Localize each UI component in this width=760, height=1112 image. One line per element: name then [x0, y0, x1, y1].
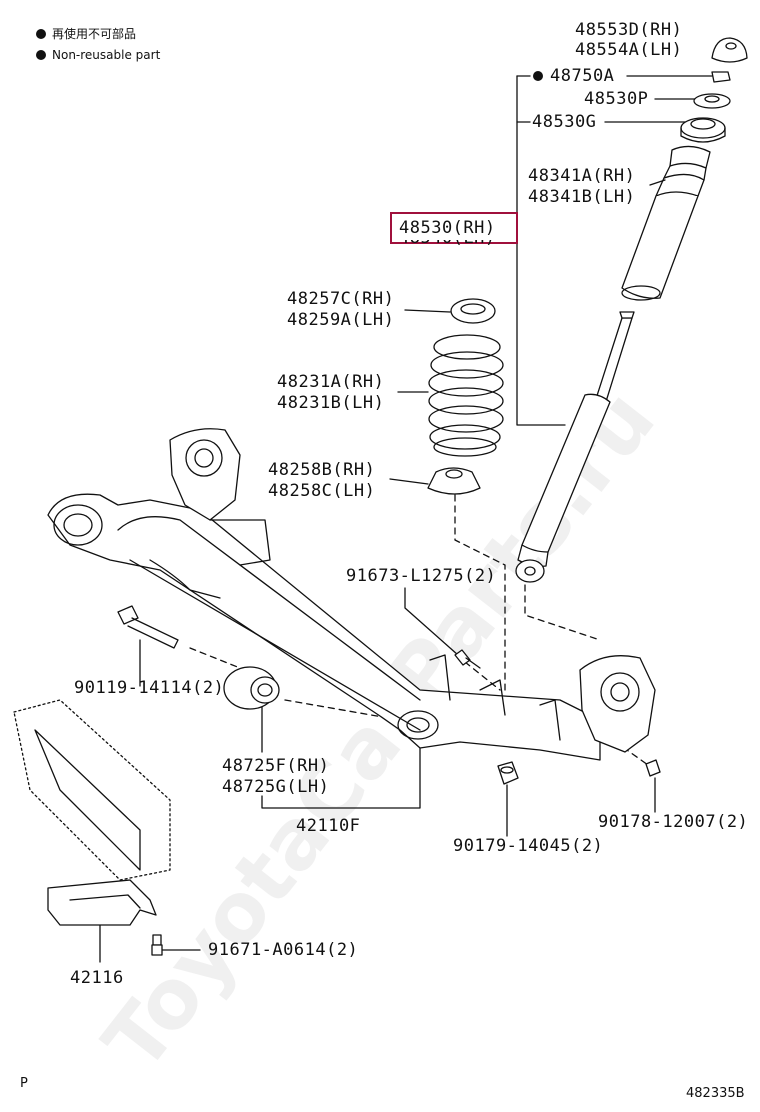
axle-beam-drawing: [47, 428, 656, 761]
leader-48258: [389, 478, 429, 485]
part-label-48554a[interactable]: 48554A(LH): [575, 40, 683, 60]
legend-item-en: Non-reusable part: [36, 47, 160, 63]
part-label-48540-lh[interactable]: 48540(LH): [399, 240, 496, 252]
part-label-48725g[interactable]: 48725G(LH): [222, 777, 330, 797]
part-label-90179[interactable]: 90179-14045(2): [453, 836, 604, 856]
part-label-48341a[interactable]: 48341A(RH): [528, 166, 636, 186]
part-label-48540-lh-text: 48540(LH): [399, 240, 496, 248]
dash-spring-seat: [454, 494, 506, 691]
page-code: P: [20, 1076, 28, 1091]
dash-91673: [464, 661, 501, 691]
leader-48257c: [404, 309, 451, 313]
leader-42110f: [261, 739, 421, 809]
part-label-90119[interactable]: 90119-14114(2): [74, 678, 225, 698]
part-label-90178[interactable]: 90178-12007(2): [598, 812, 749, 832]
part-label-48341b[interactable]: 48341B(LH): [528, 187, 636, 207]
legend-item-jp: 再使用不可部品: [36, 26, 136, 42]
part-label-91673[interactable]: 91673-L1275(2): [346, 566, 497, 586]
diagram-code: 482335B: [686, 1086, 745, 1101]
non-reusable-dot-icon: [36, 50, 46, 60]
part-label-48231b[interactable]: 48231B(LH): [277, 393, 385, 413]
dash-shock-mount: [524, 584, 601, 641]
part-label-48258b[interactable]: 48258B(RH): [268, 460, 376, 480]
part-label-48530g[interactable]: 48530G: [532, 112, 597, 132]
dash-bushing: [284, 699, 401, 721]
part-label-48750a[interactable]: 48750A: [550, 66, 615, 86]
non-reusable-dot-icon: [36, 29, 46, 39]
part-label-42110f[interactable]: 42110F: [296, 816, 361, 836]
dash-bolt: [189, 647, 251, 673]
part-label-42116[interactable]: 42116: [70, 968, 124, 988]
highlight-box: [390, 212, 518, 244]
part-label-48725f[interactable]: 48725F(RH): [222, 756, 330, 776]
part-label-48231a[interactable]: 48231A(RH): [277, 372, 385, 392]
part-label-48553d[interactable]: 48553D(RH): [575, 20, 683, 40]
legend-text-jp: 再使用不可部品: [52, 27, 137, 41]
svg-text:.: .: [10, 1082, 16, 1093]
legend-text-en: Non-reusable part: [52, 48, 161, 62]
part-label-48530p[interactable]: 48530P: [584, 89, 649, 109]
leader-91673: [404, 587, 459, 656]
part-label-48530-rh[interactable]: 48530(RH): [399, 218, 496, 238]
part-label-48258c[interactable]: 48258C(LH): [268, 481, 376, 501]
leader-shock-assembly: [516, 75, 566, 426]
coil-spring-drawing: [428, 334, 504, 457]
part-label-48259a[interactable]: 48259A(LH): [287, 310, 395, 330]
part-label-91671[interactable]: 91671-A0614(2): [208, 940, 359, 960]
non-reusable-dot-icon: [533, 71, 543, 81]
part-label-48257c[interactable]: 48257C(RH): [287, 289, 395, 309]
